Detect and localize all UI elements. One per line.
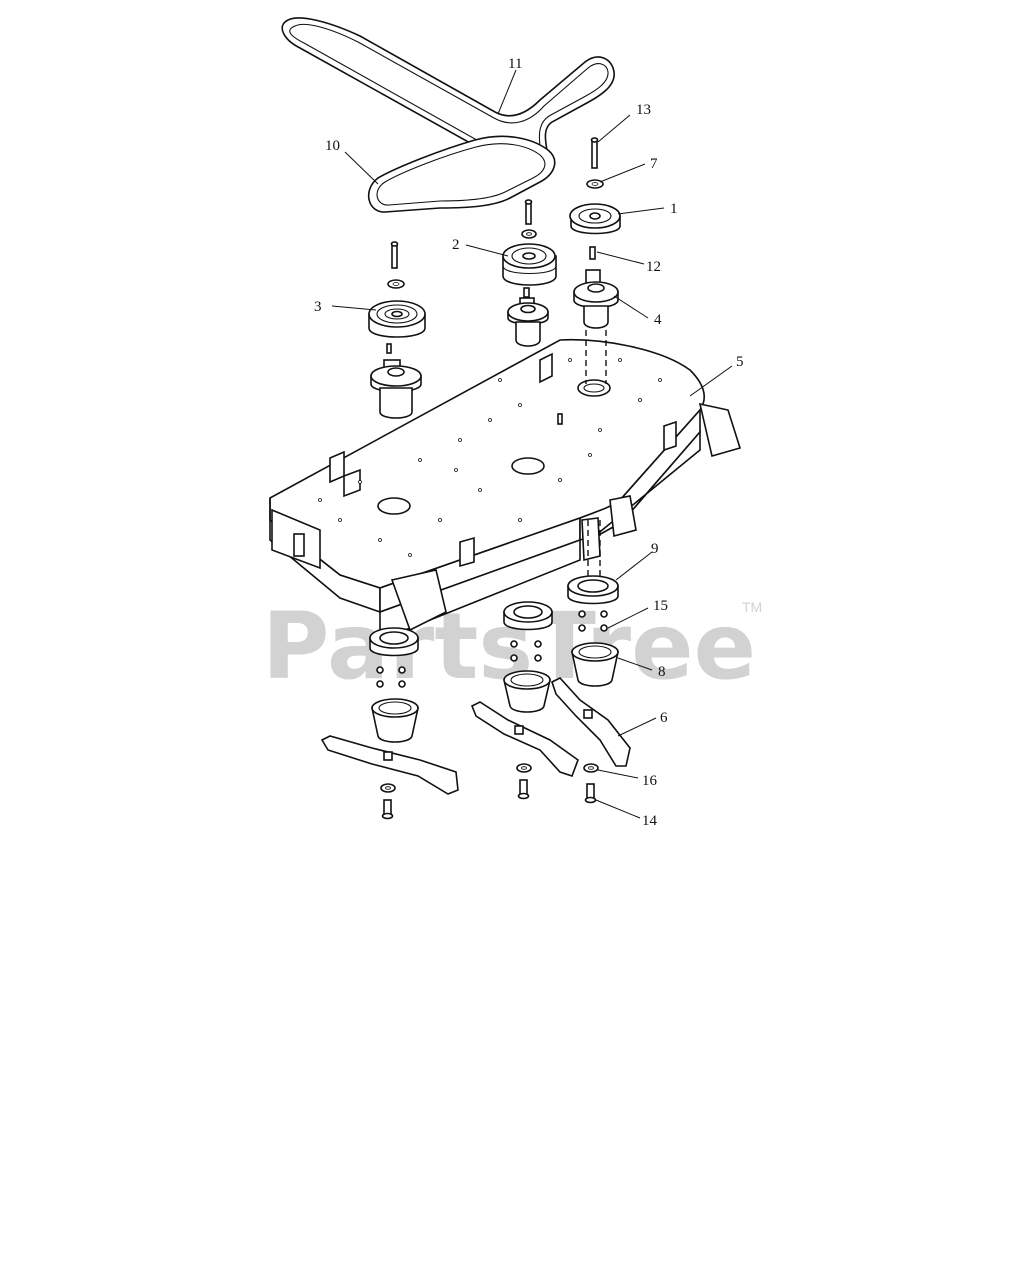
callouts: 11 10 13 7 1 12 2 3 4 5 9 15 8 6 16 14 bbox=[314, 56, 744, 829]
pulley-1[interactable] bbox=[569, 203, 621, 235]
callout-3: 3 bbox=[314, 299, 322, 315]
watermark-trademark: TM bbox=[742, 599, 762, 615]
spindle-housing-left-lower[interactable] bbox=[369, 627, 419, 657]
cup-left[interactable] bbox=[371, 698, 419, 743]
leader-lines bbox=[331, 69, 733, 819]
callout-8: 8 bbox=[658, 664, 666, 680]
callout-6: 6 bbox=[660, 710, 668, 726]
pulley-3[interactable] bbox=[368, 300, 426, 338]
spindle-housing-9[interactable] bbox=[567, 575, 619, 605]
blade-6[interactable] bbox=[551, 677, 631, 767]
cup-center[interactable] bbox=[502, 670, 552, 713]
cup-8[interactable] bbox=[571, 642, 619, 687]
callout-14: 14 bbox=[642, 813, 658, 829]
callout-9: 9 bbox=[651, 541, 659, 557]
washer-center[interactable] bbox=[521, 229, 537, 239]
blade-left[interactable] bbox=[320, 735, 459, 795]
nuts-left[interactable] bbox=[376, 666, 406, 688]
washer-left[interactable] bbox=[387, 279, 405, 289]
nuts-center[interactable] bbox=[510, 640, 542, 662]
spindle-housing-center-lower[interactable] bbox=[503, 601, 553, 631]
spindle-center[interactable] bbox=[507, 297, 549, 347]
callout-7: 7 bbox=[650, 156, 658, 172]
bolt-blade-left[interactable] bbox=[381, 799, 394, 820]
callout-4: 4 bbox=[654, 312, 662, 328]
callout-1: 1 bbox=[670, 201, 678, 217]
nuts-15[interactable] bbox=[578, 610, 608, 632]
key-center[interactable] bbox=[523, 287, 530, 298]
callout-15: 15 bbox=[653, 598, 668, 614]
callout-16: 16 bbox=[642, 773, 658, 789]
bolt-14[interactable] bbox=[584, 783, 597, 804]
belt-10[interactable] bbox=[367, 135, 556, 213]
spindle-4[interactable] bbox=[573, 269, 619, 329]
blade-center[interactable] bbox=[470, 701, 579, 778]
washer-7[interactable] bbox=[586, 179, 604, 189]
callout-5: 5 bbox=[736, 354, 744, 370]
callout-2: 2 bbox=[452, 237, 460, 253]
bolt-left[interactable] bbox=[390, 241, 399, 269]
bolt-center[interactable] bbox=[524, 199, 533, 225]
washer-16[interactable] bbox=[583, 763, 599, 773]
bolt-blade-center[interactable] bbox=[517, 779, 530, 800]
washer-blade-left[interactable] bbox=[380, 783, 396, 793]
washer-blade-center[interactable] bbox=[516, 763, 532, 773]
spindle-left[interactable] bbox=[370, 359, 422, 419]
pulley-2[interactable] bbox=[502, 243, 557, 286]
callout-13: 13 bbox=[636, 102, 651, 118]
callout-12: 12 bbox=[646, 259, 661, 275]
callout-10: 10 bbox=[325, 138, 340, 154]
callout-11: 11 bbox=[508, 56, 522, 72]
key-12[interactable] bbox=[589, 246, 596, 260]
key-left[interactable] bbox=[386, 343, 392, 354]
bolt-13[interactable] bbox=[590, 137, 599, 169]
